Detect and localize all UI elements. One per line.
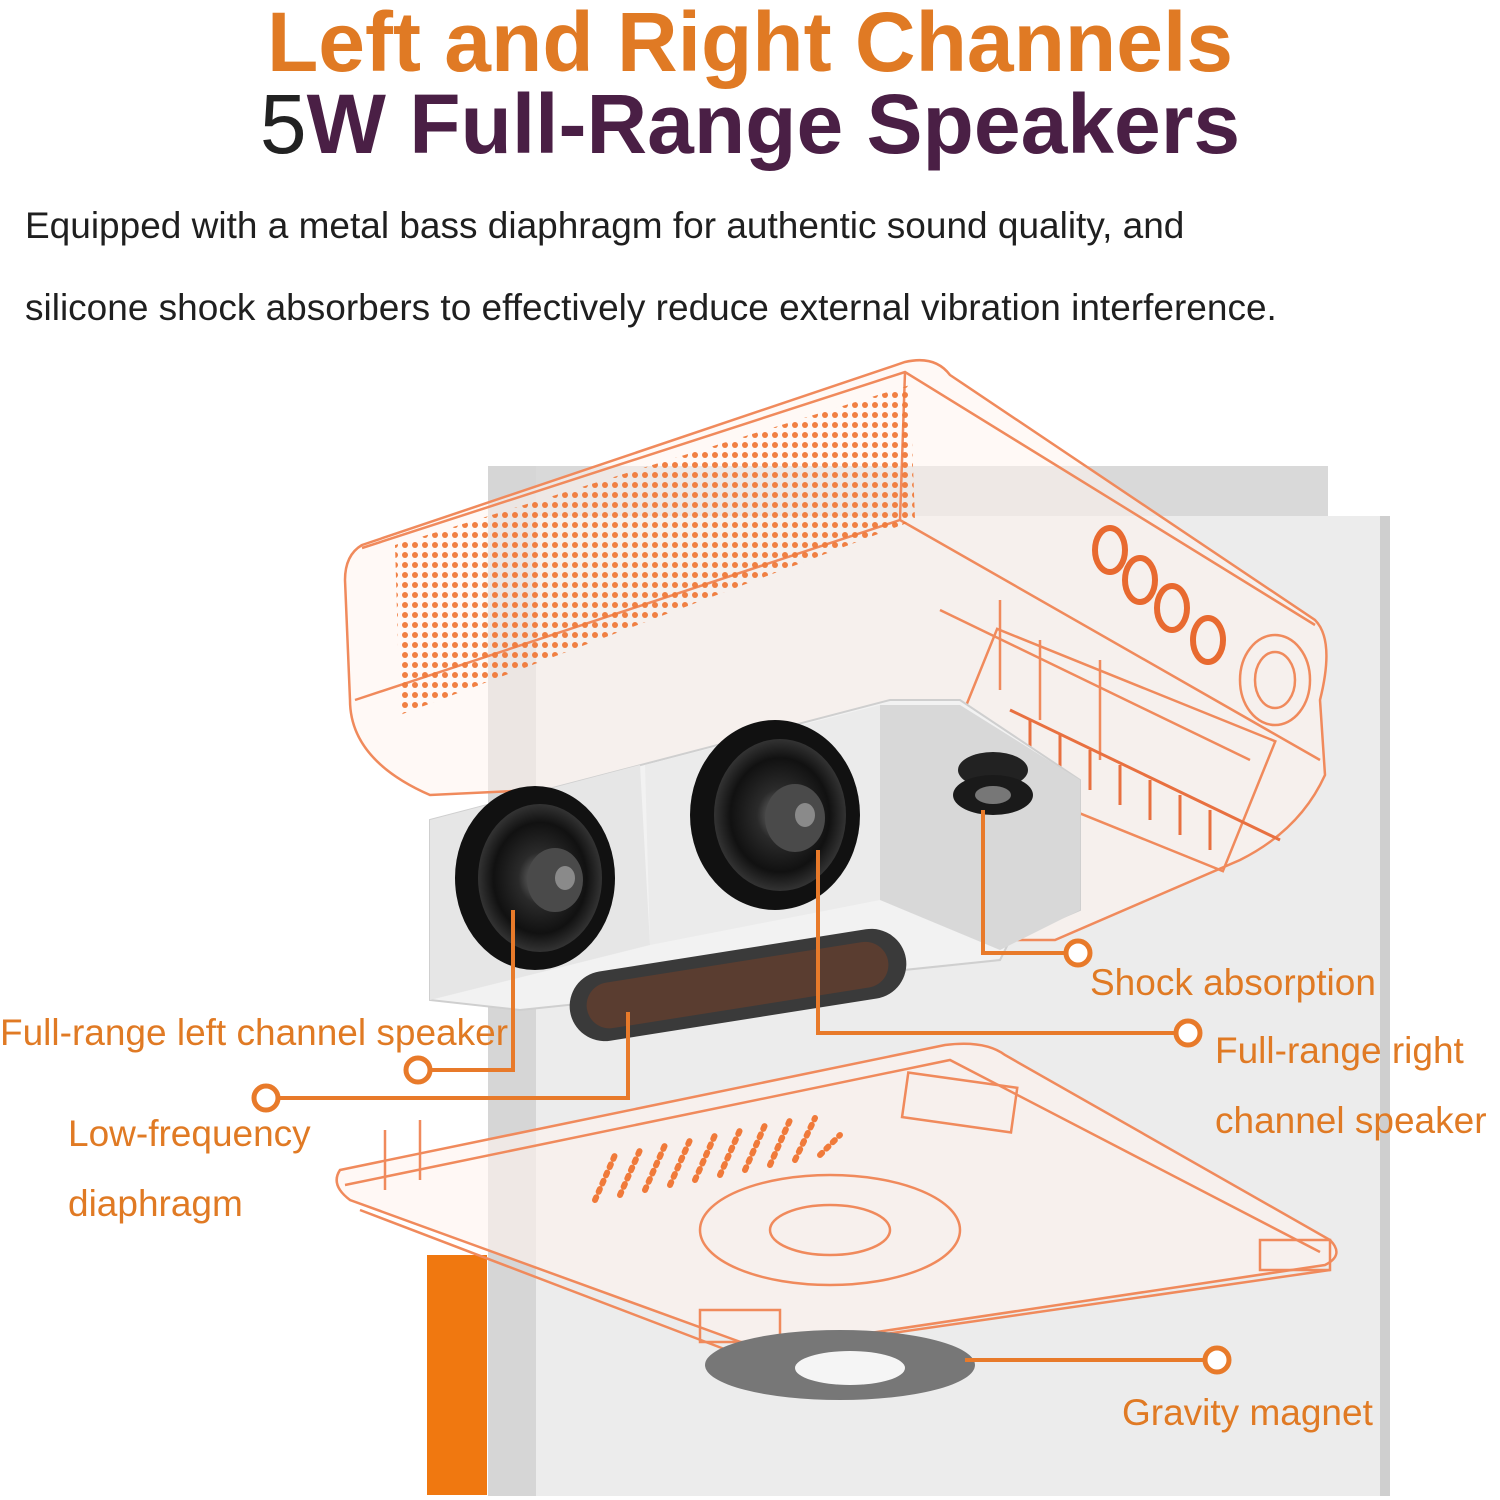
label-gravity-magnet: Gravity magnet bbox=[1122, 1392, 1373, 1433]
right-speaker-driver bbox=[690, 720, 860, 910]
heading-wattage-number: 5 bbox=[259, 77, 307, 171]
speaker-grill-dots bbox=[395, 385, 915, 715]
side-buttons bbox=[1092, 525, 1226, 665]
description-line-2: silicone shock absorbers to effectively … bbox=[25, 287, 1277, 328]
heading-line-2: 5W Full-Range Speakers bbox=[0, 82, 1500, 166]
shock-absorber-ring bbox=[953, 752, 1033, 815]
label-low-frequency-line-2: diaphragm bbox=[68, 1183, 243, 1224]
heading-line-2-rest: W Full-Range Speakers bbox=[306, 77, 1241, 171]
description-line-1: Equipped with a metal bass diaphragm for… bbox=[25, 205, 1185, 246]
bass-diaphragm bbox=[569, 928, 907, 1042]
left-speaker-driver bbox=[455, 786, 615, 970]
heading-line-1: Left and Right Channels bbox=[267, 0, 1233, 89]
base-vent-slots bbox=[592, 1115, 843, 1203]
label-low-frequency-line-1: Low-frequency bbox=[68, 1113, 311, 1154]
callout-leader-lines bbox=[278, 810, 1205, 1362]
circuit-board bbox=[1009, 708, 1281, 850]
label-shock-absorption: Shock absorption bbox=[1090, 962, 1376, 1003]
label-left-channel-speaker: Full-range left channel speaker bbox=[0, 1012, 509, 1053]
label-right-channel-speaker-line-1: Full-range right bbox=[1215, 1030, 1464, 1071]
callout-dots bbox=[251, 938, 1232, 1375]
gravity-magnet-ring bbox=[705, 1330, 975, 1400]
label-right-channel-speaker-line-2: channel speaker bbox=[1215, 1100, 1487, 1141]
orange-accent-bar bbox=[427, 1255, 487, 1495]
